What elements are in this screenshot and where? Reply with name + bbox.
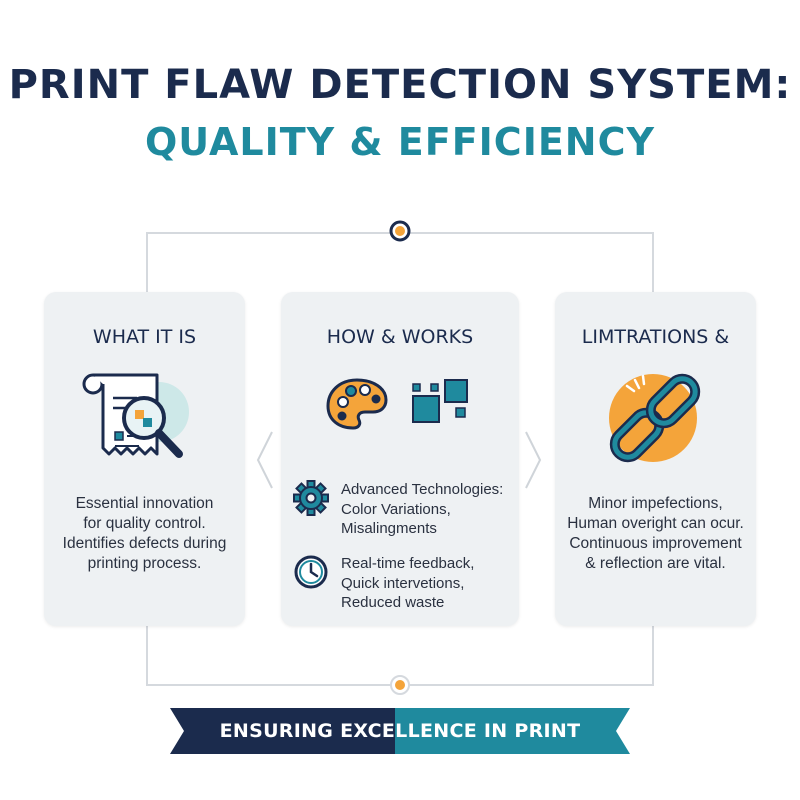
card-description: Essential innovation for quality control… bbox=[62, 495, 227, 572]
right-chevron-icon bbox=[525, 431, 542, 489]
card-what-it-is: WHAT IT IS Essential innovation for qual… bbox=[44, 292, 245, 626]
document-magnifier-icon bbox=[82, 373, 189, 458]
feature-text: Advanced Technologies: Color Variations,… bbox=[341, 481, 504, 537]
card-title: WHAT IT IS bbox=[92, 326, 197, 348]
main-title: PRINT FLAW DETECTION SYSTEM: bbox=[8, 62, 792, 108]
card-title: LIMTRATIONS & bbox=[581, 326, 730, 348]
broken-chain-icon bbox=[609, 373, 701, 463]
gear-icon bbox=[293, 480, 329, 516]
card-description: Minor impefections, Human overight can o… bbox=[567, 495, 744, 572]
feature-text: Real-time feedback, Quick intervetions, … bbox=[341, 555, 475, 611]
pixel-squares-icon bbox=[412, 379, 468, 423]
subtitle: QUALITY & EFFICIENCY bbox=[145, 120, 655, 164]
clock-icon bbox=[294, 555, 328, 589]
banner-text: ENSURING EXCELLENCE IN PRINT QUALITY bbox=[219, 720, 581, 788]
banner-ribbon bbox=[170, 708, 630, 754]
card-limitations: LIMTRATIONS & Minor impefections, Human … bbox=[555, 292, 756, 626]
top-connector-dot bbox=[389, 220, 411, 242]
left-chevron-icon bbox=[256, 431, 273, 489]
card-title: HOW & WORKS bbox=[326, 326, 474, 348]
card-how-it-works: HOW & WORKS bbox=[281, 292, 519, 626]
palette-icon bbox=[326, 378, 388, 430]
bottom-connector-dot bbox=[390, 675, 410, 695]
